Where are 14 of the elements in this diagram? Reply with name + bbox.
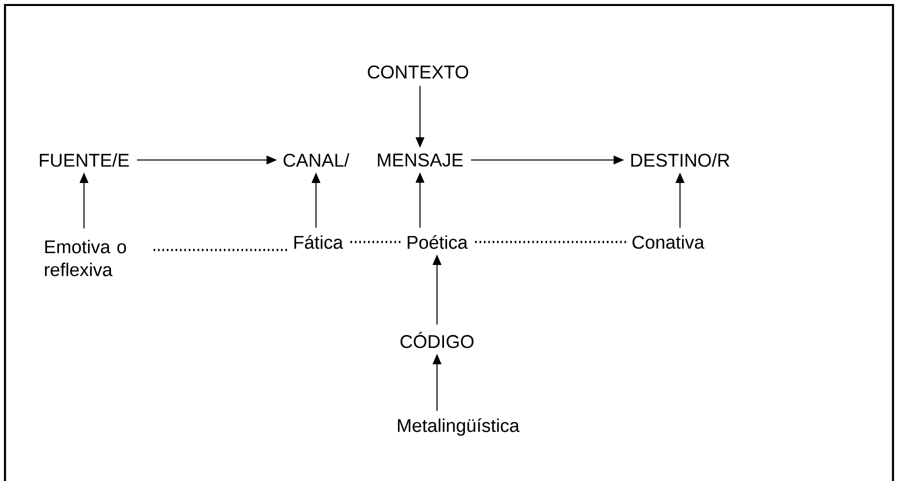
dotted-line [350,240,401,244]
label-text: Metalingüística [398,418,520,436]
dotted-line [154,248,288,252]
label-text: Emotiva o reflexiva [44,240,126,276]
label-text: CÓDIGO [400,332,474,348]
label-text: Conativa [632,235,704,249]
dotted-line [475,240,626,244]
label-text: CANAL/ [284,153,350,167]
label-text: CONTEXTO [368,66,468,79]
label-text: Poética [408,235,468,249]
label-text: Fática [294,235,344,249]
label-text: DESTINO/R [631,153,730,167]
label-text: FUENTE/E [40,153,129,167]
label-text: MENSAJE [378,154,463,167]
